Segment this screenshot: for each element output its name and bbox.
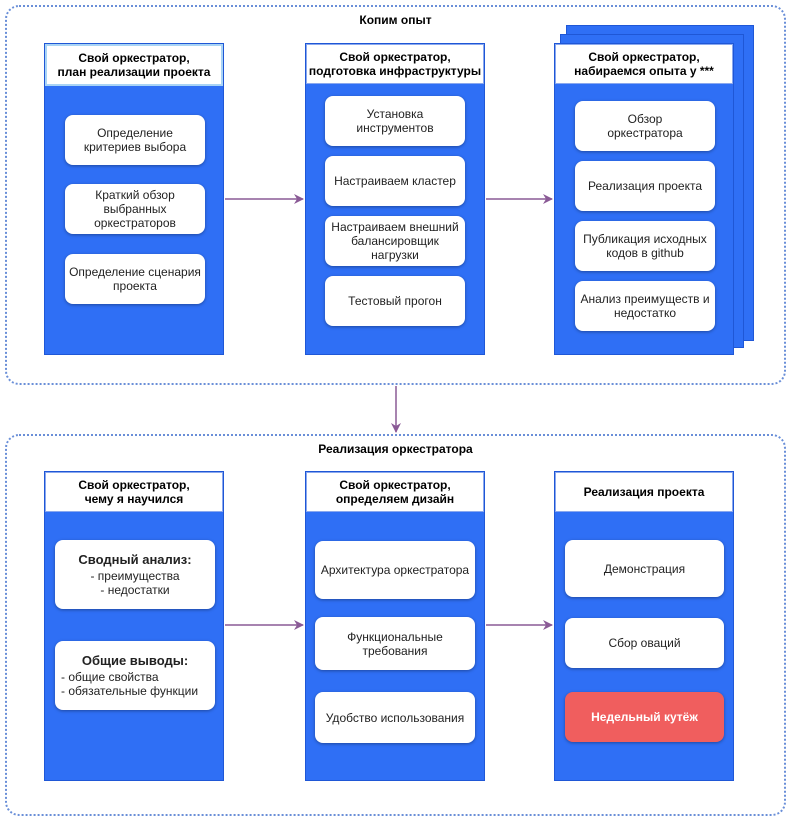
header-line: Реализация проекта xyxy=(583,485,705,499)
card-title: Сводный анализ: xyxy=(78,551,192,567)
card-line: недостатко xyxy=(613,306,677,320)
card-line: проекта xyxy=(113,279,157,293)
card-criteria[interactable]: Определение критериев выбора xyxy=(65,115,205,165)
group-realizaciya: Реализация оркестратора xyxy=(5,434,786,816)
card-line: Анализ преимуществ и xyxy=(580,292,710,306)
card-line: Настраиваем внешний xyxy=(331,220,459,234)
card-line: Недельный кутёж xyxy=(591,710,698,724)
card-line: кодов в github xyxy=(606,246,684,260)
column-header: Свой оркестратор, подготовка инфраструкт… xyxy=(306,44,484,84)
card-line: Демонстрация xyxy=(603,561,686,576)
card-line: балансировщик xyxy=(351,234,439,248)
card-line: Краткий обзор xyxy=(95,188,175,202)
column-header: Свой оркестратор, определяем дизайн xyxy=(306,472,484,512)
header-line: Свой оркестратор, xyxy=(588,50,700,64)
card-line: - недостатки xyxy=(100,582,170,597)
card-general-conclusions[interactable]: Общие выводы: - общие свойства - обязате… xyxy=(55,641,215,710)
header-line: Свой оркестратор, xyxy=(78,51,190,65)
column-header: Свой оркестратор, план реализации проект… xyxy=(45,44,223,86)
card-line: Реализация проекта xyxy=(587,179,703,193)
card-weekly-party[interactable]: Недельный кутёж xyxy=(565,692,724,742)
card-line: Тестовый прогон xyxy=(348,294,442,308)
column-lessons[interactable]: Свой оркестратор, чему я научился xyxy=(44,471,224,781)
header-line: чему я научился xyxy=(84,492,184,506)
card-line: Установка xyxy=(366,107,424,121)
card-test-run[interactable]: Тестовый прогон xyxy=(325,276,465,326)
card-overview[interactable]: Краткий обзор выбранных оркестраторов xyxy=(65,184,205,234)
card-functional-requirements[interactable]: Функциональные требования xyxy=(315,617,475,670)
card-ovations[interactable]: Сбор оваций xyxy=(565,618,724,668)
card-line: выбранных xyxy=(103,202,167,216)
card-architecture[interactable]: Архитектура оркестратора xyxy=(315,541,475,599)
group-title: Копим опыт xyxy=(359,13,432,27)
header-line: план реализации проекта xyxy=(57,65,211,79)
card-line: оркестраторов xyxy=(94,216,176,230)
card-install-tools[interactable]: Установка инструментов xyxy=(325,96,465,146)
group-kopim-opyt: Копим опыт xyxy=(5,5,786,385)
card-line: Определение сценария xyxy=(69,265,201,279)
card-line: - преимущества xyxy=(90,568,180,583)
card-line: - общие свойства xyxy=(61,669,159,684)
card-summary-analysis[interactable]: Сводный анализ: - преимущества - недоста… xyxy=(55,540,215,609)
card-publish-github[interactable]: Публикация исходных кодов в github xyxy=(575,221,715,271)
header-line: Свой оркестратор, xyxy=(78,478,190,492)
header-line: подготовка инфраструктуры xyxy=(308,64,482,78)
card-line: оркестратора xyxy=(607,126,683,140)
card-line: Архитектура оркестратора xyxy=(320,563,470,577)
card-line: Публикация исходных xyxy=(583,232,707,246)
card-line: Обзор xyxy=(627,112,663,126)
card-usability[interactable]: Удобство использования xyxy=(315,692,475,743)
card-line: Функциональные xyxy=(347,629,443,644)
card-title: Общие выводы: xyxy=(81,652,189,668)
card-line: - обязательные функции xyxy=(61,683,199,698)
card-orchestrator-review[interactable]: Обзор оркестратора xyxy=(575,101,715,151)
header-line: Свой оркестратор, xyxy=(339,50,451,64)
card-line: Настраиваем кластер xyxy=(334,174,456,188)
card-balancer[interactable]: Настраиваем внешний балансировщик нагруз… xyxy=(325,216,465,266)
column-header: Свой оркестратор, чему я научился xyxy=(45,472,223,512)
column-header: Реализация проекта xyxy=(555,472,733,512)
header-line: набираемся опыта у *** xyxy=(574,64,714,78)
column-header: Свой оркестратор, набираемся опыта у *** xyxy=(555,44,733,84)
card-line: нагрузки xyxy=(371,248,419,262)
header-line: определяем дизайн xyxy=(335,492,455,506)
card-line: Удобство использования xyxy=(325,710,465,725)
card-demonstration[interactable]: Демонстрация xyxy=(565,540,724,597)
card-scenario[interactable]: Определение сценария проекта xyxy=(65,254,205,304)
header-line: Свой оркестратор, xyxy=(339,478,451,492)
group-title: Реализация оркестратора xyxy=(318,442,473,456)
card-line: Сбор оваций xyxy=(608,636,681,650)
card-cluster[interactable]: Настраиваем кластер xyxy=(325,156,465,206)
card-line: критериев выбора xyxy=(83,140,187,154)
card-line: требования xyxy=(362,643,428,658)
card-line: Определение xyxy=(97,126,173,140)
card-pros-cons[interactable]: Анализ преимуществ и недостатко xyxy=(575,281,715,331)
card-project-implementation[interactable]: Реализация проекта xyxy=(575,161,715,211)
card-line: инструментов xyxy=(356,121,434,135)
